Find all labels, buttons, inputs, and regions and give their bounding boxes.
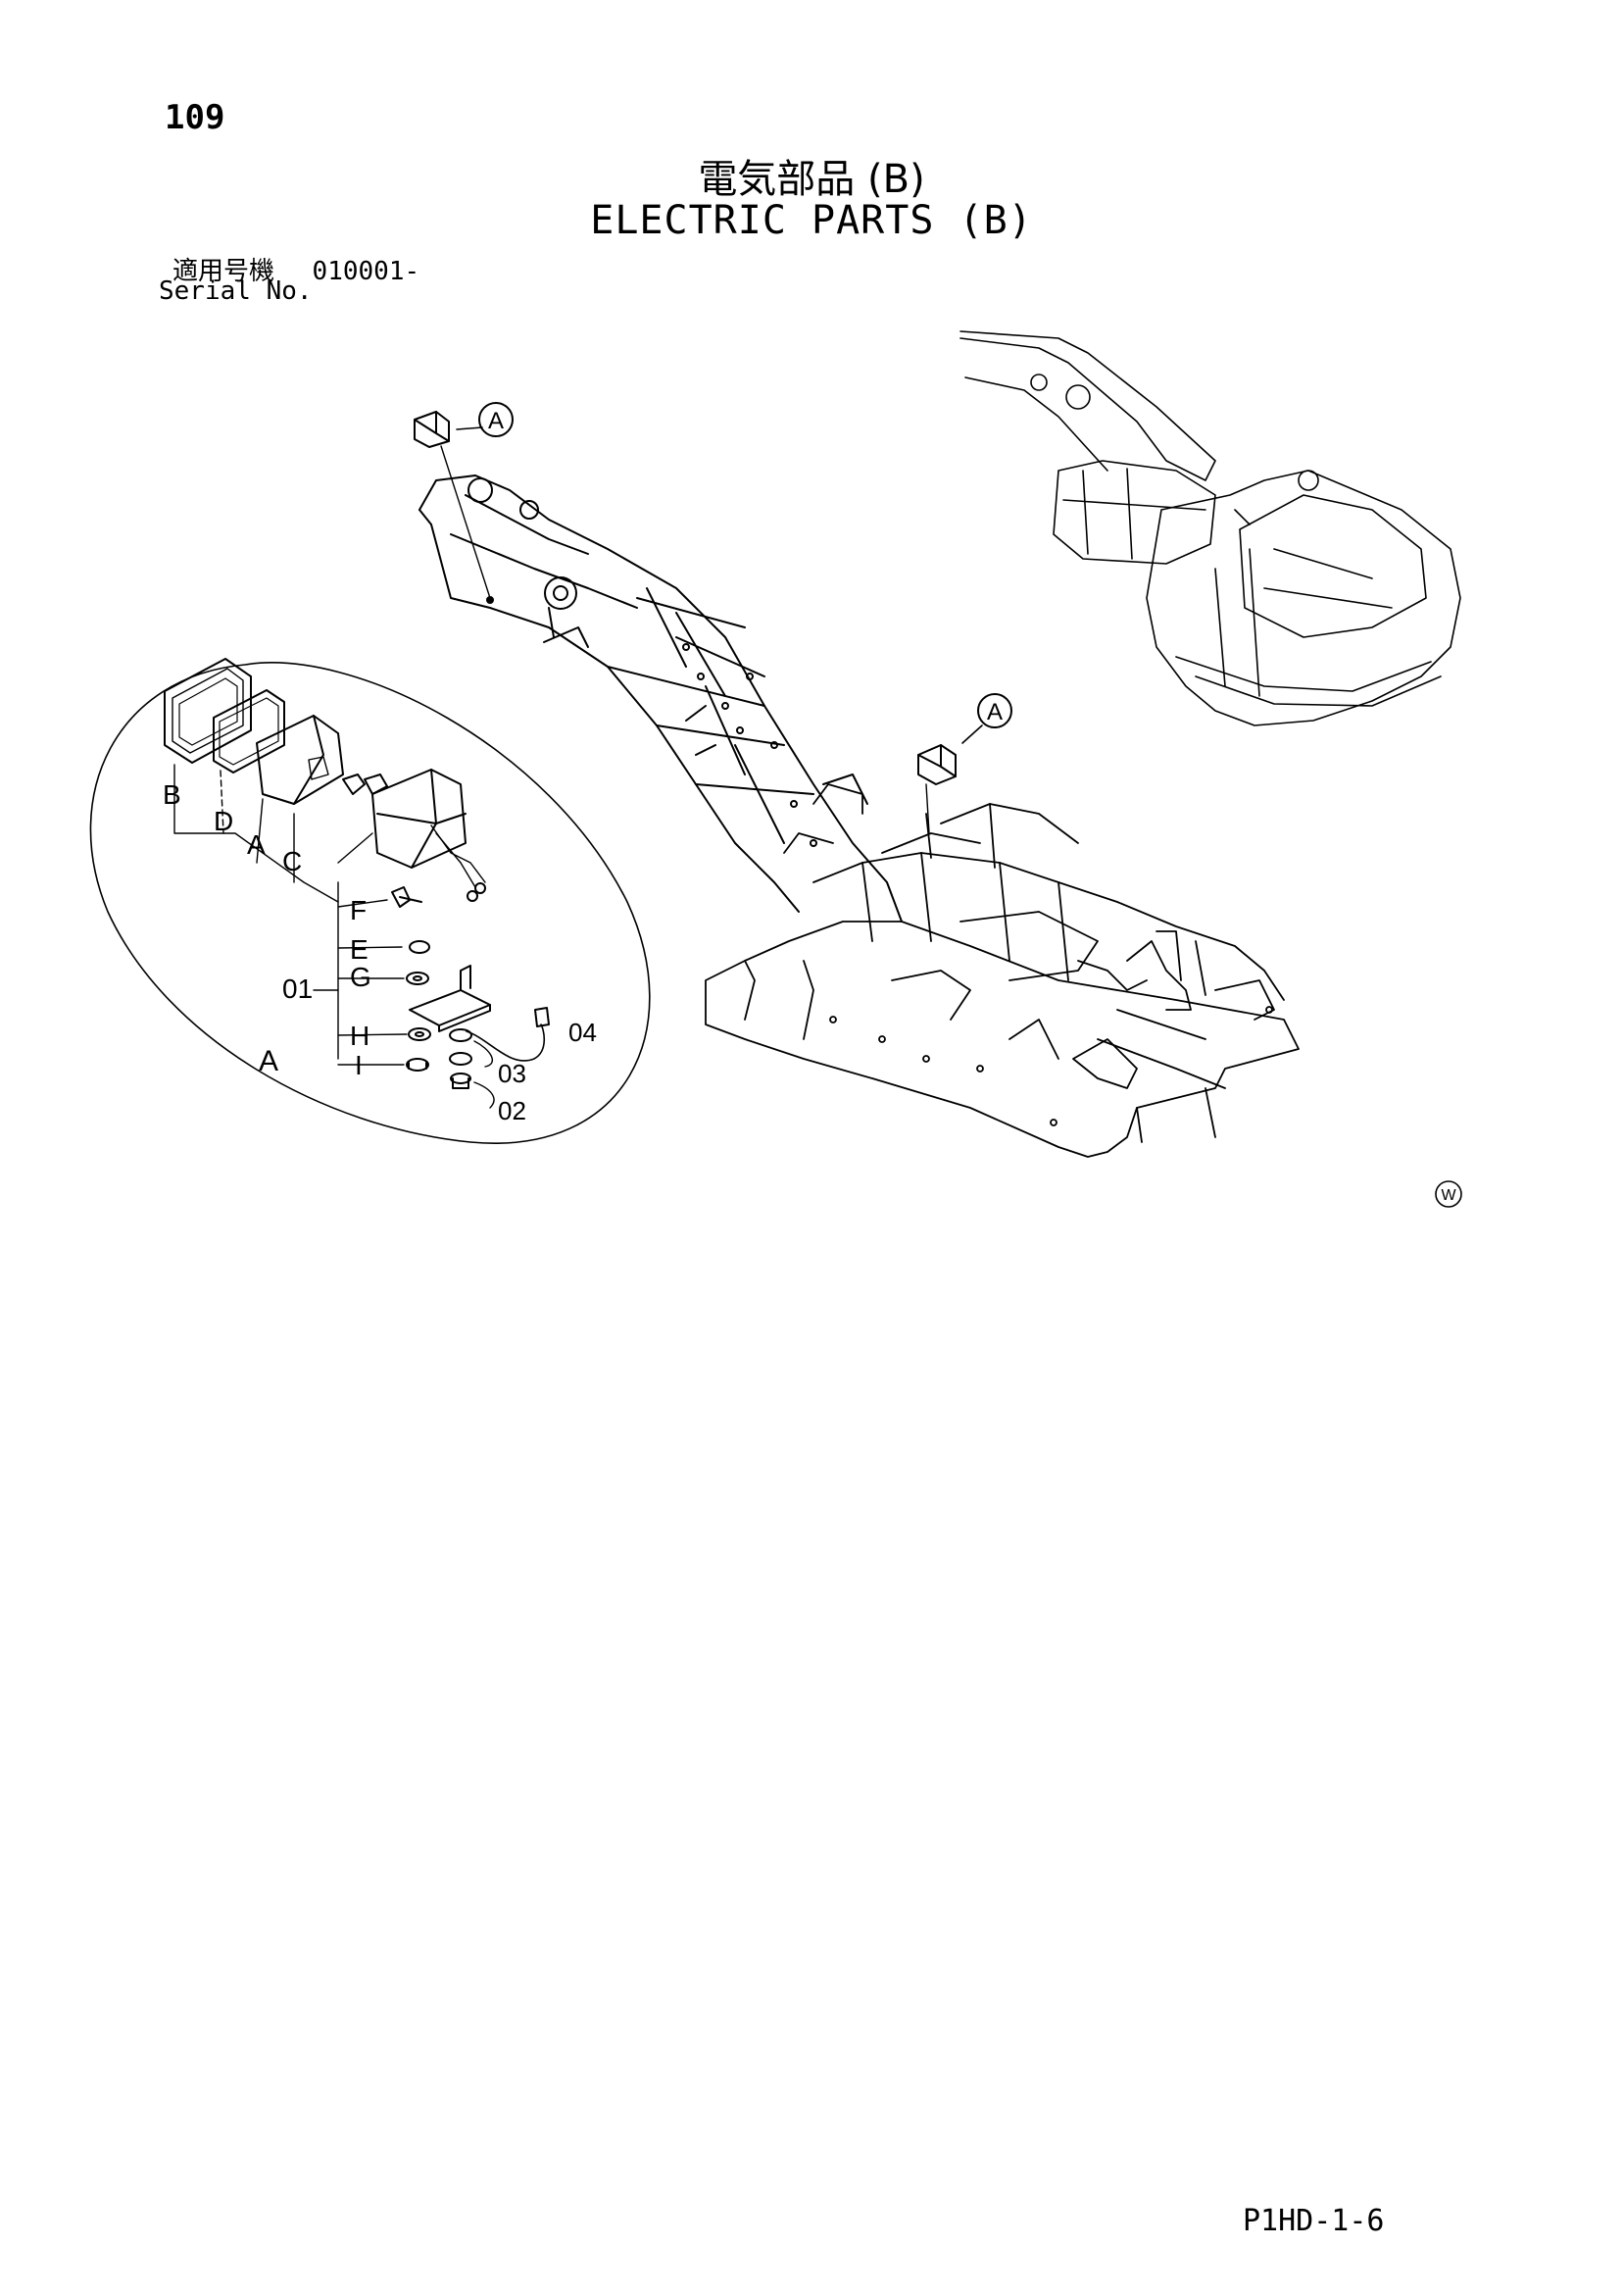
- boom-outline: [418, 474, 903, 923]
- label-f: F: [350, 895, 367, 925]
- callout-a-top: A: [478, 402, 514, 437]
- page-title-japanese: 電気部品 (B): [698, 157, 925, 202]
- callout-a-middle-label: A: [987, 699, 1003, 725]
- lamp-rim-b: [164, 658, 252, 764]
- label-e: E: [350, 934, 369, 965]
- page-title-english: ELECTRIC PARTS (B): [590, 198, 1033, 243]
- label-d: D: [214, 806, 233, 836]
- label-part-03: 03: [498, 1059, 526, 1088]
- serial-label-jp: 適用号機: [172, 257, 275, 286]
- detail-a-labels: B D A C F E G 01 H I 03 02 04 A: [163, 779, 597, 1125]
- label-c: C: [282, 846, 302, 876]
- page-number: 109: [165, 98, 225, 137]
- callout-a-middle: A: [977, 693, 1012, 728]
- lamp-lens-a: [256, 715, 344, 805]
- footer-page-code: P1HD-1-6: [1243, 2204, 1385, 2238]
- label-h: H: [350, 1021, 369, 1051]
- parts-diagram: A A: [89, 330, 1462, 1208]
- frame-outline: [705, 783, 1300, 1158]
- serial-label-english: Serial No.: [159, 276, 313, 306]
- lamp-gasket-d: [213, 689, 285, 774]
- callout-a-top-label: A: [488, 408, 504, 434]
- label-detail-a: A: [259, 1045, 278, 1077]
- work-lamp-middle: [917, 724, 983, 834]
- label-part-02: 02: [498, 1096, 526, 1125]
- work-lamp-top: [414, 411, 494, 604]
- label-assembly-01: 01: [282, 973, 313, 1004]
- lamp-bulb-c: [342, 774, 366, 795]
- label-part-04: 04: [568, 1018, 597, 1047]
- label-a-inner: A: [247, 829, 266, 860]
- serial-line-japanese: 適用号機 010001-: [172, 251, 419, 287]
- detail-a-view: [89, 658, 651, 1144]
- label-b: B: [163, 779, 181, 810]
- label-g: G: [350, 962, 371, 992]
- detail-a-oval: [89, 662, 651, 1144]
- w-mark: W: [1435, 1180, 1462, 1208]
- w-mark-label: W: [1441, 1187, 1456, 1204]
- serial-value: 010001-: [312, 257, 420, 286]
- excavator-outline: [959, 330, 1461, 726]
- label-i: I: [355, 1050, 363, 1080]
